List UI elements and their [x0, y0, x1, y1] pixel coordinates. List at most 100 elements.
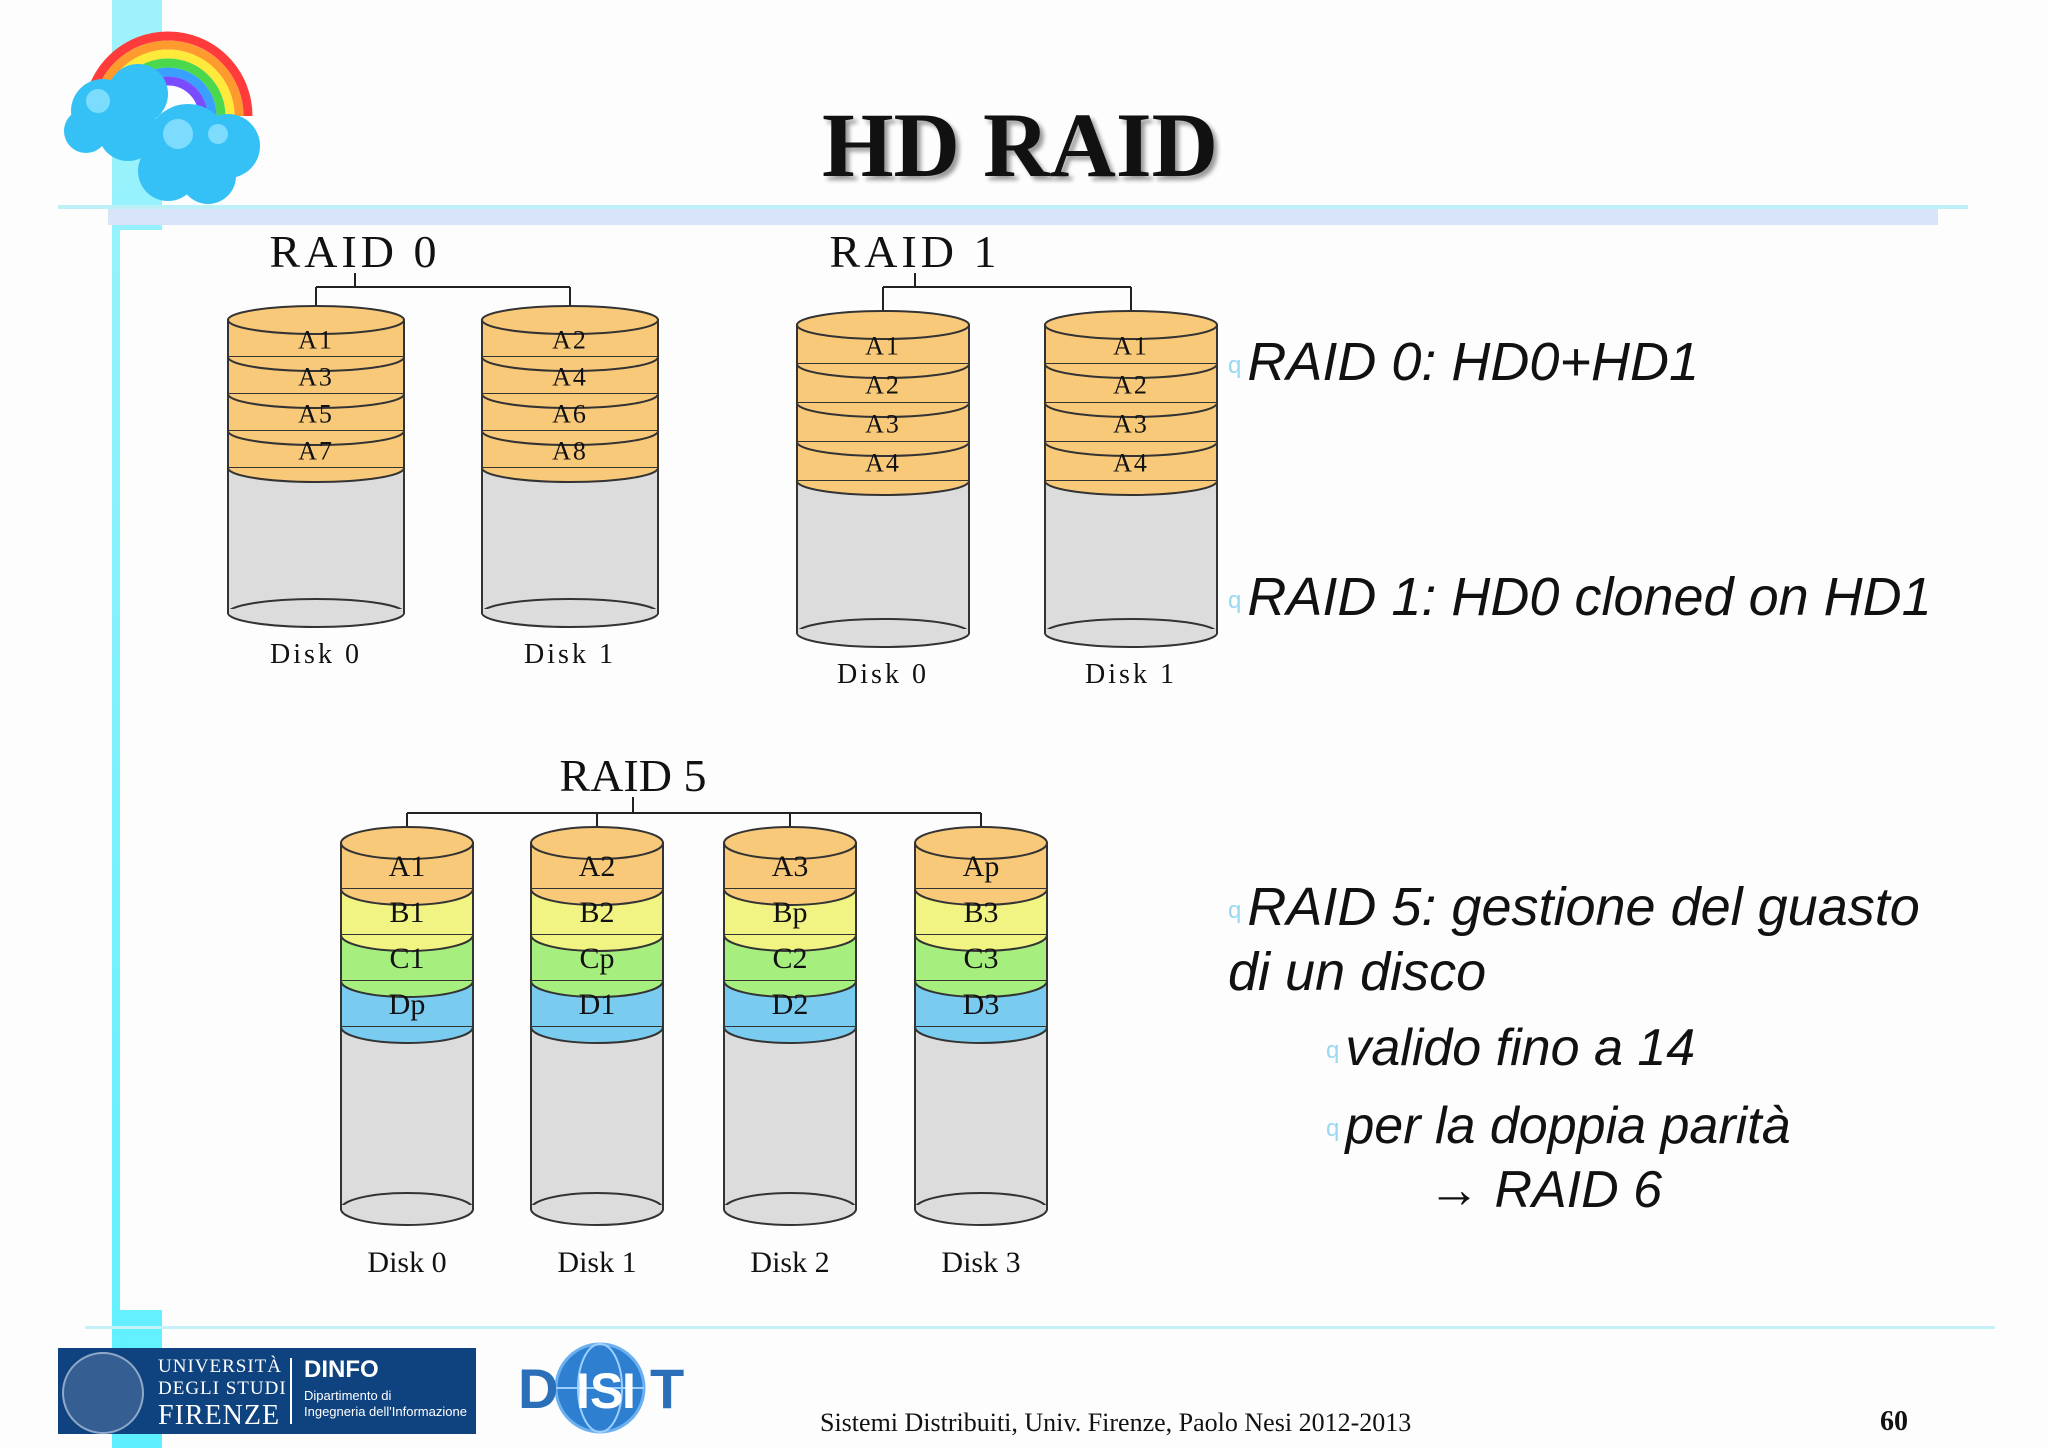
dinfo-label: DINFO	[304, 1356, 379, 1383]
decor-top-rule	[58, 205, 1968, 209]
disk-label: Disk 0	[837, 659, 929, 690]
disk-top	[1044, 310, 1218, 340]
block-label: A4	[865, 449, 901, 478]
unifi-line2: DEGLI STUDI	[158, 1378, 287, 1399]
dinfo-subtitle-1: Dipartimento di	[304, 1388, 392, 1403]
disk-base-cover	[532, 1205, 662, 1210]
disit-letter: S	[590, 1363, 623, 1419]
disk-top	[481, 305, 659, 335]
block-label: Ap	[963, 850, 1000, 883]
disk-base-cover	[342, 1205, 472, 1210]
disk-top	[914, 826, 1048, 860]
footer-text: Sistemi Distribuiti, Univ. Firenze, Paol…	[820, 1408, 1412, 1437]
disk-block-edge	[796, 402, 970, 418]
bullet-icon: q	[1326, 1037, 1340, 1065]
university-seal-icon	[62, 1352, 144, 1434]
disk-block-edge	[340, 934, 474, 952]
disk-block-edge	[914, 888, 1048, 906]
disk-body	[1044, 480, 1218, 634]
block-label: B3	[963, 896, 998, 929]
disk-label: Disk 2	[750, 1246, 829, 1279]
unifi-dinfo-logo: UNIVERSITÀ DEGLI STUDI FIRENZE DINFO Dip…	[58, 1348, 476, 1434]
decor-top-band	[108, 209, 1938, 225]
block-label: B2	[579, 896, 614, 929]
block-label: Dp	[389, 988, 426, 1021]
disk-body	[723, 1026, 857, 1210]
disk-label: Disk 1	[1085, 659, 1177, 690]
block-label: C1	[389, 942, 424, 975]
bullet-icon: q	[1228, 586, 1242, 614]
block-label: A5	[298, 400, 334, 429]
sub-bullet-2-text: per la doppia parità	[1345, 1097, 1791, 1155]
disk-block-edge	[227, 356, 405, 372]
bullet-raid5-line2: di un disco	[1228, 942, 1487, 1002]
bullet-icon: q	[1228, 351, 1242, 379]
disk-block-edge	[914, 934, 1048, 952]
block-label: A3	[298, 363, 334, 392]
bullet-raid0-text: RAID 0: HD0+HD1	[1247, 332, 1700, 392]
disk-label: Disk 0	[367, 1246, 446, 1279]
unifi-line1: UNIVERSITÀ	[158, 1356, 282, 1377]
disk-block-edge	[796, 480, 970, 496]
block-label: A4	[1113, 449, 1149, 478]
disk-top	[340, 826, 474, 860]
disit-letter: D	[518, 1357, 558, 1420]
bullet-icon: q	[1228, 896, 1242, 924]
unifi-line3: FIRENZE	[158, 1400, 281, 1431]
disk-base-cover	[1046, 629, 1216, 634]
disit-letter: I	[622, 1363, 636, 1419]
block-label: A4	[552, 363, 588, 392]
disk-block-edge	[723, 980, 857, 998]
disk-block-edge	[1044, 480, 1218, 496]
raid1-title: RAID 1	[830, 226, 1001, 277]
disk-top	[227, 305, 405, 335]
block-label: D2	[772, 988, 809, 1021]
disk-block-edge	[481, 467, 659, 483]
disk-block-edge	[227, 430, 405, 446]
block-label: A3	[1113, 410, 1149, 439]
disk-base-cover	[916, 1205, 1046, 1210]
raid0-title: RAID 0	[270, 226, 441, 277]
dinfo-subtitle-2: Ingegneria dell'Informazione	[304, 1404, 467, 1419]
decor-bottom-rule	[85, 1326, 1995, 1329]
disit-logo: D I S I T	[518, 1342, 684, 1434]
block-label: Bp	[772, 896, 807, 929]
disk-base-cover	[725, 1205, 855, 1210]
disk-block-edge	[914, 980, 1048, 998]
block-label: A1	[298, 326, 334, 355]
disk-top	[530, 826, 664, 860]
disk-block-edge	[530, 888, 664, 906]
disk-label: Disk 3	[941, 1246, 1020, 1279]
block-label: C2	[772, 942, 807, 975]
block-label: A2	[552, 326, 588, 355]
raid5-title: RAID 5	[560, 750, 707, 801]
disk-block-edge	[481, 393, 659, 409]
block-label: A6	[552, 400, 588, 429]
disk-block-edge	[723, 888, 857, 906]
disk-base-cover	[483, 609, 657, 614]
disk-base-cover	[798, 629, 968, 634]
bullet-icon: q	[1326, 1115, 1340, 1143]
block-label: C3	[963, 942, 998, 975]
page-number: 60	[1880, 1406, 1908, 1437]
disk-block-edge	[227, 393, 405, 409]
slide-title: HD RAID	[821, 94, 1219, 196]
block-label: A2	[865, 371, 901, 400]
disk-body	[796, 480, 970, 634]
disk-block-edge	[227, 467, 405, 483]
disit-letter: T	[650, 1357, 684, 1420]
disk-block-edge	[530, 1026, 664, 1044]
block-label: B1	[389, 896, 424, 929]
block-label: A2	[1113, 371, 1149, 400]
block-label: A3	[865, 410, 901, 439]
sub-bullet-1-text: valido fino a 14	[1345, 1019, 1696, 1077]
disk-base-cover	[229, 609, 403, 614]
disk-block-edge	[796, 363, 970, 379]
disk-body	[340, 1026, 474, 1210]
block-label: A3	[772, 850, 809, 883]
block-label: Cp	[579, 942, 614, 975]
disk-top	[796, 310, 970, 340]
